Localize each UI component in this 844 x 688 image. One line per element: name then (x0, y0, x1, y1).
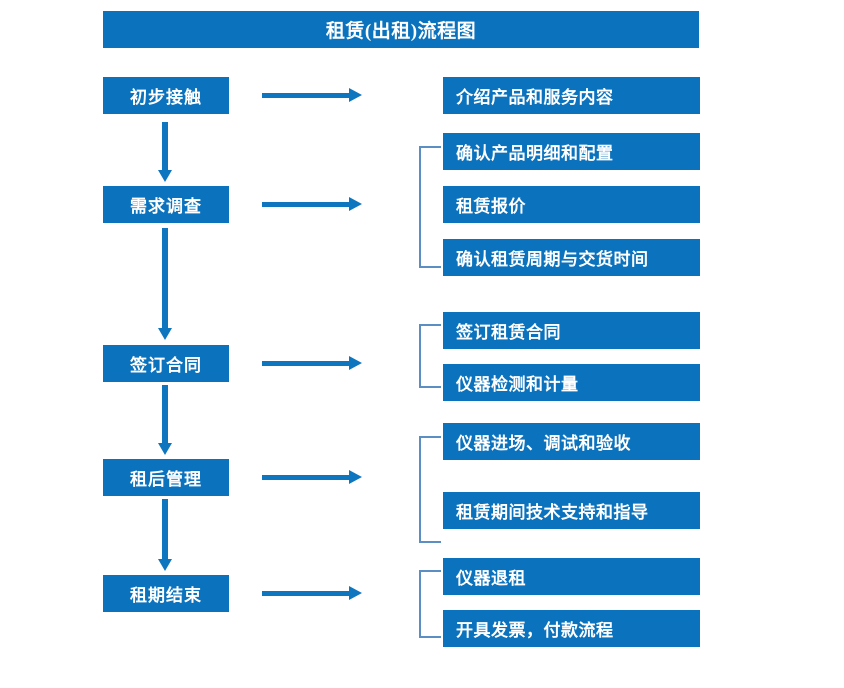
detail-label: 确认租赁周期与交货时间 (456, 250, 649, 269)
horizontal-arrow-icon-5 (262, 586, 362, 600)
detail-label: 仪器进场、调试和验收 (456, 434, 631, 453)
detail-box-introduce-products[interactable]: 介绍产品和服务内容 (443, 77, 700, 114)
detail-box-sign-rental-contract[interactable]: 签订租赁合同 (443, 312, 700, 349)
vertical-arrow-icon-1 (158, 122, 172, 182)
detail-label: 仪器退租 (456, 569, 526, 588)
group-bracket-lease-end (419, 570, 441, 638)
detail-box-invoice-payment-process[interactable]: 开具发票，付款流程 (443, 610, 700, 647)
detail-label: 租赁报价 (456, 197, 526, 216)
vertical-arrow-icon-2 (158, 228, 172, 340)
detail-label: 介绍产品和服务内容 (456, 88, 614, 107)
group-bracket-sign-contract (419, 324, 441, 388)
stage-box-post-rental-management[interactable]: 租后管理 (103, 459, 229, 496)
stage-box-initial-contact[interactable]: 初步接触 (103, 77, 229, 114)
horizontal-arrow-icon-3 (262, 356, 362, 370)
horizontal-arrow-icon-2 (262, 197, 362, 211)
stage-label: 初步接触 (130, 88, 202, 107)
stage-label: 租后管理 (130, 470, 202, 489)
vertical-arrow-icon-3 (158, 385, 172, 455)
detail-label: 租赁期间技术支持和指导 (456, 503, 649, 522)
stage-box-sign-contract[interactable]: 签订合同 (103, 345, 229, 382)
horizontal-arrow-icon-1 (262, 88, 362, 102)
detail-box-confirm-period-delivery[interactable]: 确认租赁周期与交货时间 (443, 239, 700, 276)
horizontal-arrow-icon-4 (262, 470, 362, 484)
detail-label: 仪器检测和计量 (456, 375, 579, 394)
detail-label: 签订租赁合同 (456, 323, 561, 342)
detail-box-confirm-spec-config[interactable]: 确认产品明细和配置 (443, 133, 700, 170)
page-title: 租赁(出租)流程图 (103, 11, 699, 48)
detail-box-tech-support-during-rental[interactable]: 租赁期间技术支持和指导 (443, 492, 700, 529)
group-bracket-post-rental-management (419, 436, 441, 543)
detail-box-rental-quotation[interactable]: 租赁报价 (443, 186, 700, 223)
detail-label: 开具发票，付款流程 (456, 621, 614, 640)
detail-box-instrument-return[interactable]: 仪器退租 (443, 558, 700, 595)
vertical-arrow-icon-4 (158, 499, 172, 571)
stage-box-requirement-survey[interactable]: 需求调查 (103, 186, 229, 223)
detail-box-instrument-entry-commission-acceptance[interactable]: 仪器进场、调试和验收 (443, 423, 700, 460)
detail-box-instrument-test-metering[interactable]: 仪器检测和计量 (443, 364, 700, 401)
stage-label: 需求调查 (130, 197, 202, 216)
detail-label: 确认产品明细和配置 (456, 144, 614, 163)
group-bracket-requirement-survey (419, 146, 441, 268)
stage-label: 租期结束 (130, 586, 202, 605)
stage-box-lease-end[interactable]: 租期结束 (103, 575, 229, 612)
stage-label: 签订合同 (130, 356, 202, 375)
